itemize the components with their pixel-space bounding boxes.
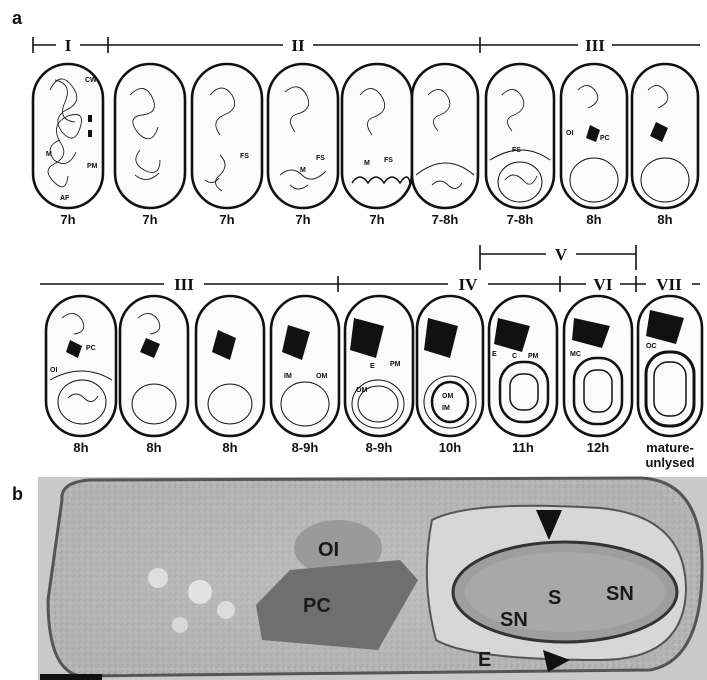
cell-label: OI — [50, 367, 57, 374]
time-label: unlysed — [645, 455, 694, 470]
panel-a-letter: a — [12, 8, 23, 28]
cell-label: FS — [316, 155, 325, 162]
cell-label: E — [370, 363, 375, 370]
time-label: 7h — [60, 212, 75, 227]
cell-diagram: MC — [564, 296, 632, 436]
cell-diagram — [120, 296, 188, 436]
cell-diagram — [412, 64, 478, 208]
time-label: 7-8h — [507, 212, 534, 227]
cell-label: PC — [600, 135, 610, 142]
time-label: 7h — [219, 212, 234, 227]
panel-b-letter: b — [12, 484, 23, 504]
cell-diagram: M FS — [342, 64, 412, 208]
time-label: 8h — [586, 212, 601, 227]
cell-label: FS — [384, 157, 393, 164]
em-label: OI — [318, 539, 339, 561]
cell-label: OM — [442, 393, 453, 400]
cell-label: PC — [86, 345, 96, 352]
row1-cells: CW M PM AF FS FS M M FS — [33, 64, 698, 208]
row2-cells: PC OI IM OM E — [46, 296, 702, 436]
cell-label: PM — [87, 163, 98, 170]
stage-label: IV — [459, 275, 479, 294]
cell-label: M — [364, 160, 370, 167]
stage-label: III — [585, 36, 605, 55]
cell-label: M — [46, 151, 52, 158]
row2-time-labels: 8h 8h 8h 8-9h 8-9h 10h 11h 12h mature- u… — [73, 440, 694, 470]
cell-label: C — [512, 353, 517, 360]
stage-label: V — [555, 245, 568, 264]
cell-diagram — [115, 64, 185, 208]
cell-label: PM — [528, 353, 539, 360]
em-label: S — [548, 587, 561, 609]
cell-diagram — [196, 296, 264, 436]
em-label: E — [478, 649, 491, 671]
row1-time-labels: 7h 7h 7h 7h 7h 7-8h 7-8h 8h 8h — [60, 212, 672, 227]
cell-diagram: E PM OM — [345, 296, 413, 436]
cell-label: MC — [570, 351, 581, 358]
cell-label: M — [300, 167, 306, 174]
cell-label: OI — [566, 130, 573, 137]
cell-diagram: IM OM — [271, 296, 339, 436]
cell-label: E — [492, 351, 497, 358]
stage-label: I — [65, 36, 72, 55]
cell-diagram: OM IM — [417, 296, 483, 436]
cell-diagram: PC OI — [46, 296, 116, 436]
time-label: 11h — [512, 440, 534, 455]
row2-stage-labels: III IV V VI VII — [164, 245, 692, 294]
em-label: PC — [303, 595, 331, 617]
time-label: 8-9h — [292, 440, 319, 455]
time-label: 8h — [222, 440, 237, 455]
time-label: 12h — [587, 440, 609, 455]
time-label: 7h — [295, 212, 310, 227]
time-label: 7h — [142, 212, 157, 227]
cell-diagram: CW M PM AF — [33, 64, 103, 208]
scale-bar — [40, 674, 102, 680]
cell-label: CW — [85, 77, 97, 84]
stage-label: III — [174, 275, 194, 294]
cell-label: OM — [316, 373, 327, 380]
stage-label: VII — [656, 275, 682, 294]
time-label: 7h — [369, 212, 384, 227]
stage-label: VI — [594, 275, 613, 294]
cell-diagram: FS — [192, 64, 262, 208]
em-label: SN — [606, 583, 634, 605]
time-label: 8-9h — [366, 440, 393, 455]
cell-diagram: FS M — [268, 64, 338, 208]
cell-label: OM — [356, 387, 367, 394]
cell-label: OC — [646, 343, 657, 350]
em-label: SN — [500, 609, 528, 631]
cell-diagram: OI PC — [561, 64, 627, 208]
cell-label: AF — [60, 195, 70, 202]
time-label: 10h — [439, 440, 461, 455]
cell-label: FS — [240, 153, 249, 160]
time-label: 7-8h — [432, 212, 459, 227]
cell-label: FS — [512, 147, 521, 154]
cell-label: IM — [284, 373, 292, 380]
cell-diagram: OC — [638, 296, 702, 436]
cell-diagram: FS — [486, 64, 554, 208]
cell-diagram: E C PM — [489, 296, 557, 436]
cell-diagram — [632, 64, 698, 208]
cell-label: PM — [390, 361, 401, 368]
time-label: 8h — [146, 440, 161, 455]
time-label: 8h — [73, 440, 88, 455]
time-label: mature- — [646, 440, 694, 455]
electron-micrograph: OI PC S SN SN E — [38, 477, 707, 680]
cell-label: IM — [442, 405, 450, 412]
time-label: 8h — [657, 212, 672, 227]
stage-label: II — [291, 36, 305, 55]
